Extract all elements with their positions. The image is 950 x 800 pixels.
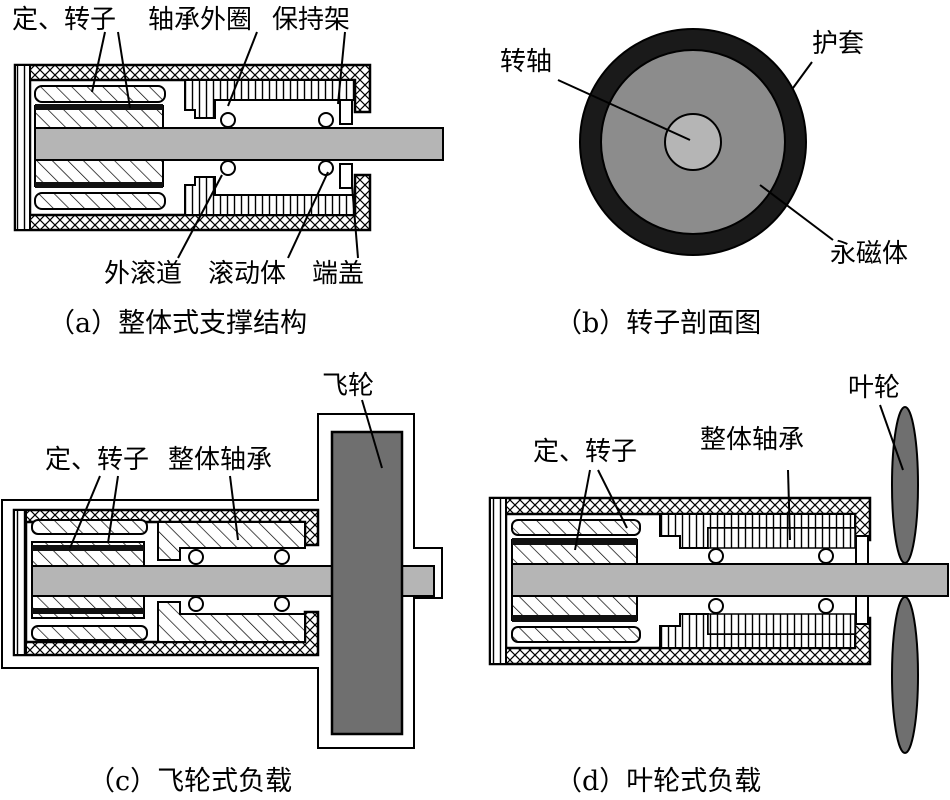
- figure-b-rotor-section: 转轴 护套 永磁体 （b）转子剖面图: [500, 28, 908, 339]
- stator-winding-top: [34, 85, 166, 103]
- label-impeller: 叶轮: [848, 373, 900, 403]
- rolling-ball: [220, 160, 236, 176]
- stator-winding-top: [511, 519, 641, 536]
- label-sleeve: 护套: [812, 29, 864, 59]
- stator-winding-bottom: [511, 626, 641, 643]
- caption-d: （d）叶轮式负载: [555, 766, 761, 797]
- housing-end-wall: [14, 64, 31, 231]
- impeller-blade-bottom: [891, 596, 919, 754]
- rolling-ball: [220, 112, 236, 128]
- label-magnet: 永磁体: [830, 239, 908, 269]
- rolling-ball: [274, 549, 290, 565]
- rotor-shaft-section: [664, 113, 722, 171]
- housing-end-wall: [489, 497, 507, 665]
- bearing-outer-ring-top: [184, 79, 356, 119]
- rolling-ball: [818, 598, 834, 614]
- label-stator-rotor: 定、转子: [45, 445, 149, 475]
- rolling-ball: [188, 549, 204, 565]
- rotor-sleeve-bottom: [512, 615, 637, 622]
- rolling-ball: [318, 112, 334, 128]
- rolling-ball: [188, 596, 204, 612]
- caption-b: （b）转子剖面图: [555, 308, 761, 339]
- rotor-sleeve-top: [35, 104, 163, 110]
- rolling-ball: [274, 596, 290, 612]
- rolling-ball: [318, 160, 334, 176]
- label-end-cap: 端盖: [312, 259, 364, 289]
- bearing-inner-band-top: [707, 527, 856, 549]
- label-bearing: 整体轴承: [700, 425, 804, 455]
- integrated-bearing-bottom: [157, 601, 306, 643]
- integrated-bearing-top: [157, 521, 306, 561]
- shaft: [511, 563, 949, 597]
- rotor-sleeve-bottom: [32, 608, 144, 614]
- stator-winding-top: [31, 519, 148, 535]
- housing-end-wall: [13, 509, 27, 656]
- flywheel-disk: [330, 430, 404, 736]
- figure-d-impeller-load: 定、转子 整体轴承 叶轮 （d）叶轮式负载: [488, 373, 949, 797]
- impeller-blade-top: [891, 406, 919, 564]
- end-cap-top: [339, 99, 353, 125]
- label-flywheel: 飞轮: [322, 371, 374, 401]
- label-stator-rotor: 定、转子: [533, 437, 637, 467]
- rotor-sleeve-top: [512, 538, 637, 545]
- rolling-ball: [708, 598, 724, 614]
- label-bearing: 整体轴承: [168, 445, 272, 475]
- bearing-inner-band-bottom: [707, 613, 856, 635]
- end-cap-bottom: [855, 595, 869, 625]
- label-stator-rotor: 定、转子: [12, 5, 116, 35]
- end-cap-top: [855, 535, 869, 565]
- label-shaft: 转轴: [500, 47, 552, 77]
- label-rolling-element: 滚动体: [208, 259, 286, 289]
- rotor-magnet-bottom: [31, 593, 145, 619]
- caption-c: （c）飞轮式负载: [88, 766, 292, 797]
- rotor-magnet-bottom: [34, 159, 164, 187]
- label-outer-ring: 轴承外圈: [148, 5, 252, 35]
- stator-winding-bottom: [31, 625, 148, 641]
- figure-c-flywheel-load: 定、转子 整体轴承 飞轮 （c）飞轮式负载: [1, 371, 443, 797]
- label-cage: 保持架: [272, 5, 350, 35]
- rolling-ball: [708, 548, 724, 564]
- rotor-sleeve-top: [32, 545, 144, 551]
- label-outer-raceway: 外滚道: [104, 259, 182, 289]
- rotor-sleeve-bottom: [35, 182, 163, 188]
- caption-a: （a）整体式支撑结构: [48, 308, 307, 339]
- rolling-ball: [818, 548, 834, 564]
- end-cap-bottom: [339, 163, 353, 189]
- figure-a-integrated-support: 定、转子 轴承外圈 保持架 外滚道 滚动体 端盖 （a）整体式支撑结构: [12, 5, 444, 339]
- stator-winding-bottom: [34, 192, 166, 210]
- shaft: [34, 127, 444, 161]
